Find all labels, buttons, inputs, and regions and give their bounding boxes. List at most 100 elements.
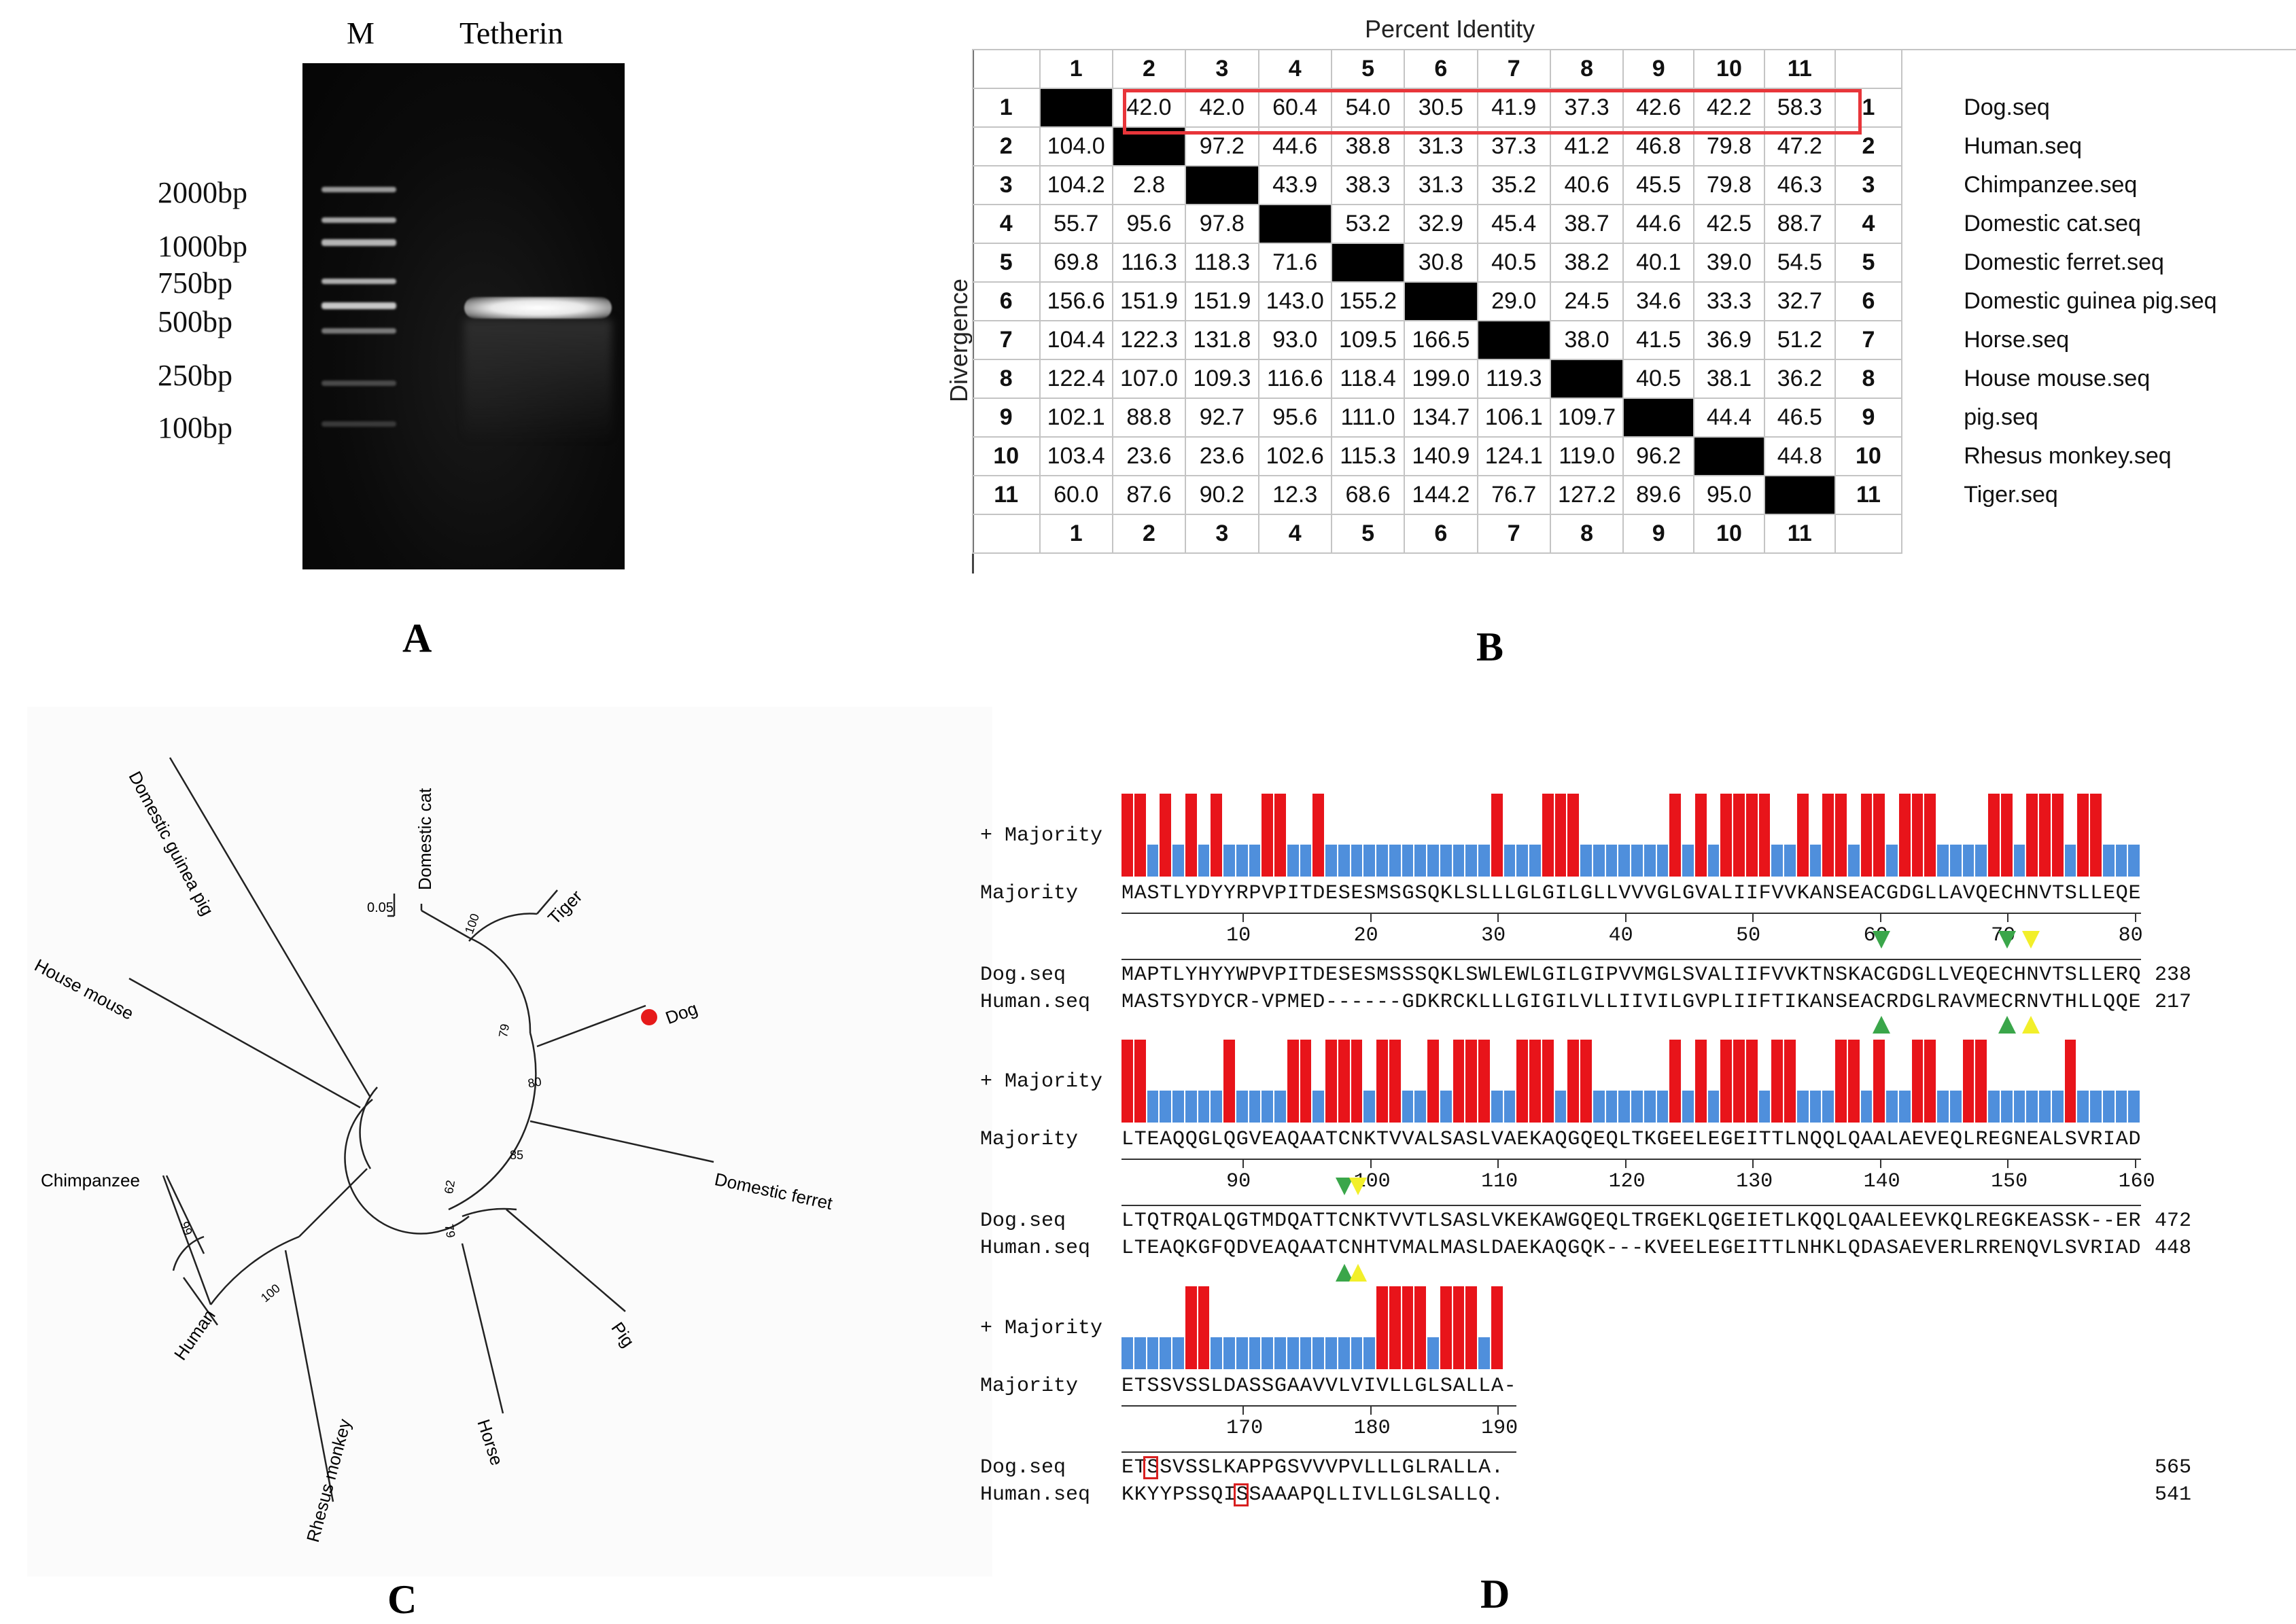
row-index: 1 [972,88,1041,128]
matrix-cell: 131.8 [1185,320,1259,360]
percent-identity-title: Percent Identity [1365,15,1535,43]
matrix-cell: 166.5 [1404,320,1478,360]
conserved-bar [2039,794,2051,877]
panel-letter-b: B [1476,624,1504,669]
column-index: 9 [1622,49,1695,89]
conserved-bar [1338,1040,1350,1123]
ruler-number: 160 [2118,1170,2155,1193]
sequence-name: Human.seq [980,1237,1091,1260]
matrix-cell: 127.2 [1549,475,1624,515]
ladder-band [321,421,396,427]
matrix-cell: 55.7 [1039,204,1113,244]
ladder-band [321,187,396,192]
conserved-bar [1185,794,1197,877]
conserved-bar [1784,1040,1796,1123]
diagonal-cell [1185,165,1259,205]
ruler-number: 120 [1608,1170,1646,1193]
conserved-bar [1325,1040,1337,1123]
matrix-cell: 151.9 [1111,281,1187,321]
conserved-bar [1389,1040,1401,1123]
variable-bar [1593,845,1605,877]
variable-bar [1554,1091,1567,1123]
variable-bar [1593,1091,1605,1123]
ladder-label: 100bp [158,411,232,444]
variable-bar [1605,1091,1618,1123]
matrix-cell: 42.6 [1622,88,1695,128]
variable-bar [1338,845,1350,877]
matrix-cell: 97.8 [1185,204,1259,244]
variable-bar [1325,845,1337,877]
marker-triangle-down [1873,931,1890,949]
variable-bar [1274,1091,1286,1123]
row-index: 2 [972,126,1041,166]
variable-bar [1325,1337,1337,1369]
column-index: 1 [1039,514,1113,554]
matrix-cell: 40.6 [1549,165,1624,205]
variable-bar [1937,845,1949,877]
conserved-bar [1924,1040,1936,1123]
conserved-bar [1873,1040,1885,1123]
matrix-cell: 124.1 [1476,436,1551,476]
conserved-bar [1211,794,1222,877]
conserved-bar [1453,1286,1465,1369]
row-index: 4 [1834,204,1903,244]
conserved-bar [1988,794,2000,877]
variable-bar [1414,845,1426,877]
sequence-name: Dog.seq [980,1210,1066,1233]
ladder-label: 750bp [158,266,232,300]
row-index: 2 [1834,126,1903,166]
matrix-cell: 87.6 [1111,475,1187,515]
marker-triangle-up [1873,1016,1890,1034]
variable-bar [1223,845,1235,877]
matrix-cell: 88.8 [1111,398,1187,438]
conserved-bar [1962,1040,1975,1123]
variable-bar [1809,1091,1822,1123]
matrix-cell: 40.5 [1622,359,1695,399]
matrix-cell: 58.3 [1763,88,1836,128]
conserved-bar [1121,1040,1133,1123]
variable-bar [2051,1091,2064,1123]
row-index: 6 [1834,281,1903,321]
matrix-cell: 60.0 [1039,475,1113,515]
column-index: 5 [1330,514,1406,554]
diagonal-cell [1763,475,1836,515]
conserved-bar [1542,1040,1554,1123]
conserved-bar [1287,1040,1299,1123]
ladder-label: 1000bp [158,230,247,263]
conserved-bar [1669,1040,1681,1123]
variable-bar [1643,1091,1656,1123]
variable-bar [1312,1337,1324,1369]
sequence-end-position: 472 [2155,1210,2192,1233]
matrix-cell: 45.4 [1476,204,1551,244]
variable-bar [1351,1337,1363,1369]
variable-bar [1465,845,1477,877]
row-index: 10 [972,436,1041,476]
variable-bar [1707,845,1720,877]
matrix-cell: 38.1 [1693,359,1765,399]
marker-triangle-up [1998,1016,2016,1034]
variable-bar [2102,845,2115,877]
variable-bar [1274,1337,1286,1369]
variable-bar [1631,845,1643,877]
highlight-box [1143,1456,1158,1479]
bootstrap-value: 79 [496,1023,512,1039]
matrix-cell: 109.7 [1549,398,1624,438]
conserved-bar [1312,794,1324,877]
matrix-corner [972,514,1041,554]
matrix-cell: 31.3 [1404,165,1478,205]
column-index: 9 [1622,514,1695,554]
conserved-bar [1873,794,1885,877]
bootstrap-value: 85 [510,1148,524,1162]
variable-bar [1529,845,1541,877]
matrix-cell: 90.2 [1185,475,1259,515]
matrix-cell: 118.4 [1330,359,1406,399]
taxon-domestic-cat: Domestic cat [415,788,435,890]
sequence-end-position: 217 [2155,991,2192,1014]
variable-bar [2128,1091,2140,1123]
ruler-number: 80 [2118,924,2143,947]
variable-bar [1376,845,1388,877]
conserved-bar [1669,794,1681,877]
sequence-name: Human.seq [980,1483,1091,1506]
ruler-tick [1879,913,1881,922]
conserved-bar [2064,1040,2076,1123]
